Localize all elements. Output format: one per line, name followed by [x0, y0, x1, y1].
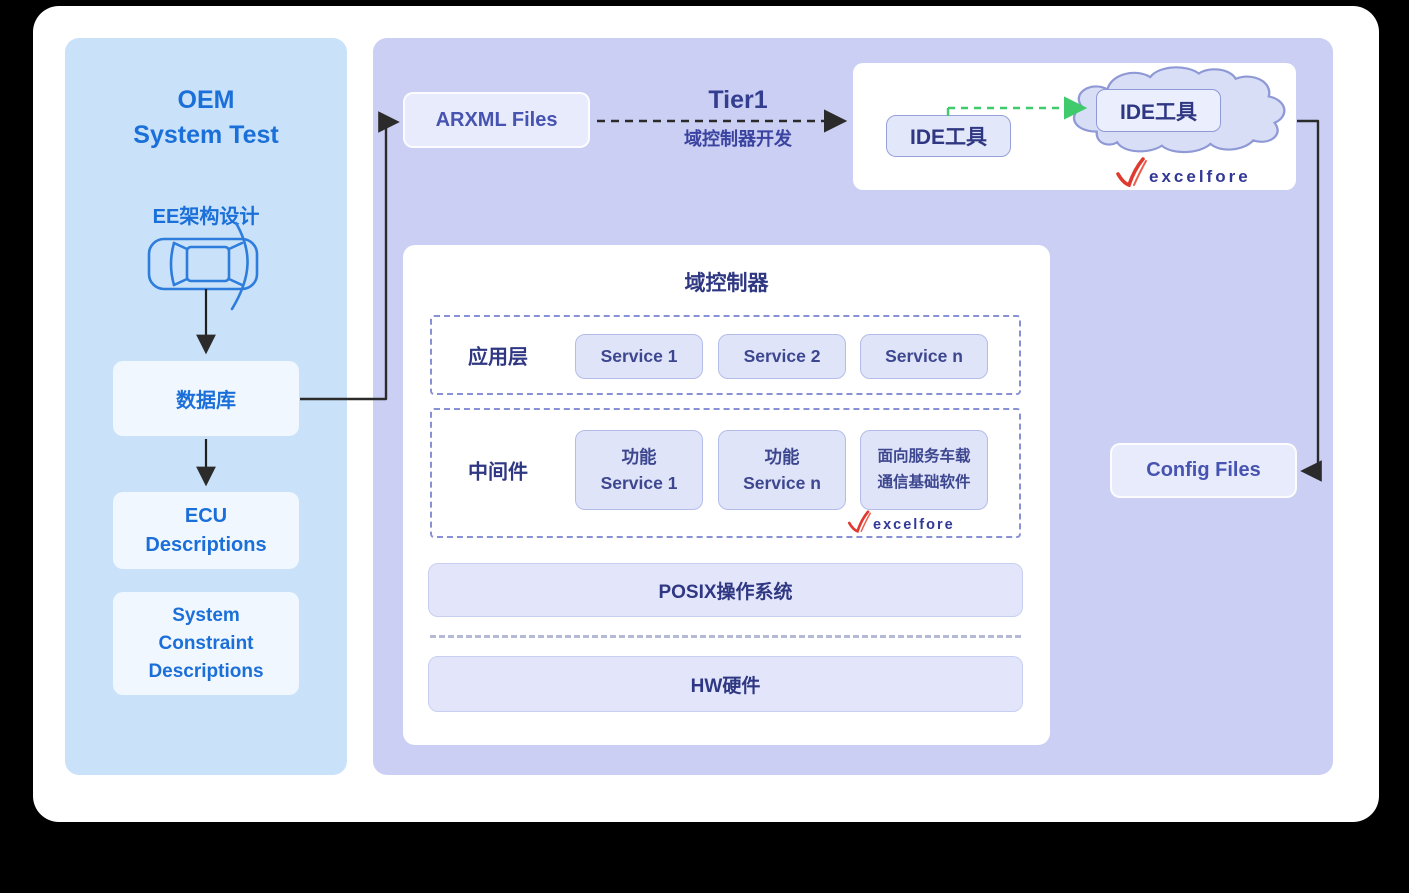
- function-service-n-box: 功能 Service n: [718, 430, 846, 510]
- soa-comm-line1: 面向服务车载: [877, 448, 971, 465]
- domain-controller-title: 域控制器: [684, 272, 769, 295]
- oem-panel-title: OEM System Test: [65, 83, 347, 153]
- ee-architecture-label: EE架构设计: [152, 206, 260, 228]
- excelfore-logo-text: excelfore: [1149, 167, 1251, 186]
- ide-tools-box: IDE工具 IDE工具 excelfore: [853, 63, 1296, 190]
- middleware-label: 中间件: [468, 461, 528, 484]
- excelfore-check-icon: [1116, 157, 1147, 187]
- constraint-line1: System: [172, 604, 240, 626]
- function-service-1-line1: 功能: [621, 447, 657, 467]
- service-1-box: Service 1: [575, 334, 703, 379]
- oem-title-line2: System Test: [133, 121, 279, 149]
- posix-os-bar: POSIX操作系统: [428, 563, 1023, 617]
- tier1-title: Tier1: [708, 86, 768, 114]
- main-card: OEM System Test EE架构设计 数据库 ECU: [33, 6, 1379, 822]
- oem-system-test-panel: OEM System Test EE架构设计 数据库 ECU: [65, 38, 347, 775]
- cloud-ide-tool-box: IDE工具: [1096, 89, 1221, 132]
- middleware-row: 中间件 功能 Service 1 功能 Service n 面向服务车载 通信基…: [430, 408, 1021, 538]
- car-top-view-icon: [147, 221, 259, 311]
- function-service-n-line1: 功能: [764, 447, 800, 467]
- ecu-line2: Descriptions: [145, 533, 267, 556]
- hw-divider: [430, 635, 1021, 638]
- excelfore-check-icon-small: [847, 510, 871, 533]
- system-constraint-descriptions-box: System Constraint Descriptions: [113, 592, 299, 695]
- config-files-box: Config Files: [1110, 443, 1297, 498]
- application-layer-label: 应用层: [468, 346, 528, 369]
- tier1-panel: ARXML Files Tier1 域控制器开发 IDE工具 IDE工具 exc: [373, 38, 1333, 775]
- hw-hardware-bar: HW硬件: [428, 656, 1023, 712]
- application-layer-row: 应用层 Service 1 Service 2 Service n: [430, 315, 1021, 395]
- ide-tool-button: IDE工具: [886, 115, 1011, 157]
- soa-comm-line2: 通信基础软件: [877, 474, 971, 491]
- function-service-1-line2: Service 1: [600, 473, 678, 493]
- function-service-n-line2: Service n: [743, 473, 821, 493]
- database-box: 数据库: [113, 361, 299, 436]
- ecu-descriptions-box: ECU Descriptions: [113, 492, 299, 569]
- soa-comm-software-box: 面向服务车载 通信基础软件: [860, 430, 988, 510]
- tier1-subtitle: 域控制器开发: [684, 129, 792, 149]
- domain-controller-box: 域控制器 应用层 Service 1 Service 2 Service n 中…: [403, 245, 1050, 745]
- service-n-box: Service n: [860, 334, 988, 379]
- tier1-heading: Tier1 域控制器开发: [628, 86, 848, 151]
- excelfore-logo-small: excelfore: [847, 510, 955, 533]
- function-service-1-box: 功能 Service 1: [575, 430, 703, 510]
- ecu-line1: ECU: [184, 504, 228, 527]
- oem-title-line1: OEM: [177, 86, 235, 114]
- excelfore-logo-small-text: excelfore: [873, 517, 955, 533]
- excelfore-logo: excelfore: [1115, 157, 1251, 187]
- constraint-line3: Descriptions: [148, 660, 264, 682]
- arxml-files-box: ARXML Files: [403, 92, 590, 148]
- service-2-box: Service 2: [718, 334, 846, 379]
- constraint-line2: Constraint: [158, 632, 254, 654]
